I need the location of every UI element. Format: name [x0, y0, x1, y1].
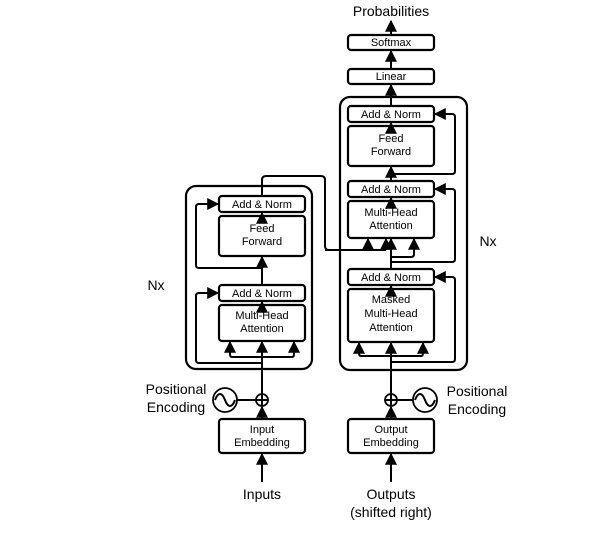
decoder-masked-attention-label-1: Masked	[372, 294, 411, 306]
probabilities-label: Probabilities	[353, 3, 429, 19]
decoder-cross-attention-label-1: Multi-Head	[364, 207, 417, 219]
decoder-masked-attention-label-2: Multi-Head	[364, 308, 417, 320]
decoder-positional-encoding-label-1: Positional	[447, 383, 508, 399]
outputs-label-2: (shifted right)	[350, 504, 432, 520]
encoder-stack-frame	[184, 184, 314, 371]
encoder-positional-encoding-label-1: Positional	[146, 381, 207, 397]
encoder-feed-forward-label-2: Forward	[242, 236, 282, 248]
input-embedding-label-1: Input	[250, 424, 274, 436]
decoder-masked-attention-label-3: Attention	[369, 322, 412, 334]
encoder-attention-label-2: Attention	[240, 323, 283, 335]
encoder-positional-encoding-label-2: Encoding	[147, 399, 205, 415]
linear-label: Linear	[376, 71, 407, 83]
decoder-add-norm-mid-label: Add & Norm	[361, 184, 421, 196]
output-embedding-label-2: Embedding	[363, 437, 419, 449]
decoder-positional-encoding-label-2: Encoding	[448, 401, 506, 417]
decoder-cross-attention-label-2: Attention	[369, 220, 412, 232]
decoder-nx-label: Nx	[479, 233, 496, 249]
encoder-add-norm-top-label: Add & Norm	[232, 199, 292, 211]
softmax-label: Softmax	[371, 37, 412, 49]
encoder-nx-label: Nx	[147, 277, 164, 293]
decoder-add-norm-top-label: Add & Norm	[361, 109, 421, 121]
outputs-label-1: Outputs	[366, 486, 415, 502]
inputs-label: Inputs	[243, 486, 281, 502]
encoder-attention-label-1: Multi-Head	[235, 310, 288, 322]
decoder-feed-forward-label-1: Feed	[378, 133, 403, 145]
decoder-add-norm-bottom-label: Add & Norm	[361, 272, 421, 284]
decoder-stack-frame	[338, 95, 469, 372]
encoder-feed-forward-label-1: Feed	[249, 223, 274, 235]
decoder-feed-forward-label-2: Forward	[371, 146, 411, 158]
output-embedding-label-1: Output	[374, 424, 407, 436]
encoder-add-norm-bottom-label: Add & Norm	[232, 288, 292, 300]
input-embedding-label-2: Embedding	[234, 437, 290, 449]
